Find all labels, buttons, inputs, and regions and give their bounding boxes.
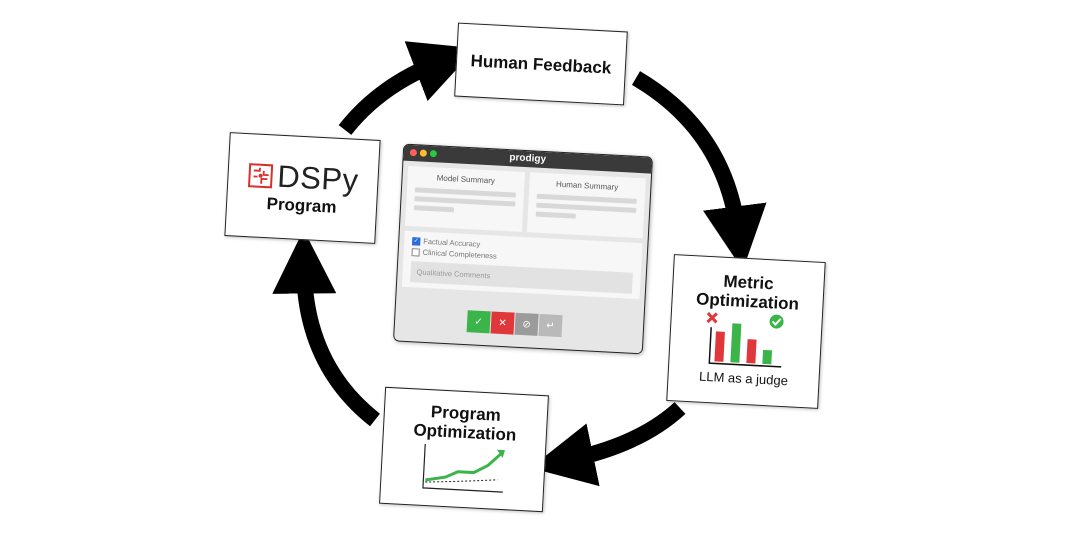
dspy-logo-text: DSPy [276, 158, 360, 198]
bar-2 [730, 323, 742, 363]
undo-button[interactable]: ↵ [538, 313, 563, 338]
text-placeholder [535, 202, 637, 213]
action-buttons: ✓ ✕ ⊘ ↵ [466, 310, 563, 338]
human-summary-title: Human Summary [555, 179, 619, 192]
metric-optimization-card: Metric Optimization LLM as a judge [666, 254, 826, 409]
accept-button[interactable]: ✓ [466, 310, 491, 334]
prodigy-window: prodigy Model Summary Human Summary ✓ Fa… [392, 143, 654, 355]
human-feedback-title: Human Feedback [470, 50, 612, 78]
bar-3 [746, 339, 757, 364]
checkbox-unchecked-icon[interactable] [411, 247, 420, 257]
dspy-program-title: Program [266, 193, 338, 217]
red-x-icon [706, 311, 718, 324]
human-summary-panel: Human Summary [526, 172, 646, 239]
annotation-form: ✓ Factual Accuracy Clinical Completeness… [401, 230, 643, 300]
rising-line-chart-icon [422, 443, 506, 493]
model-summary-panel: Model Summary [405, 165, 525, 232]
text-placeholder [414, 196, 515, 207]
human-feedback-card: Human Feedback [454, 22, 628, 106]
metric-title-line1: Metric [723, 271, 775, 294]
arrow-feedback-to-metric [631, 71, 767, 271]
text-placeholder [535, 211, 576, 219]
text-placeholder [414, 187, 516, 198]
bar-1 [714, 331, 725, 362]
dspy-logo-icon [247, 162, 274, 188]
text-placeholder [536, 193, 637, 204]
bar-chart-icon [706, 311, 784, 368]
checkbox-label: Clinical Completeness [422, 247, 498, 261]
arrow-progopt-to-program [272, 229, 380, 427]
model-summary-title: Model Summary [436, 173, 496, 186]
ignore-button[interactable]: ⊘ [514, 312, 539, 336]
text-placeholder [413, 205, 455, 213]
checkbox-checked-icon[interactable]: ✓ [412, 236, 421, 246]
metric-caption: LLM as a judge [698, 368, 789, 389]
dspy-program-card: DSPy Program [224, 132, 381, 244]
checkbox-label: Factual Accuracy [423, 236, 481, 249]
bar-4 [762, 349, 773, 365]
green-check-icon [769, 314, 784, 329]
program-optimization-card: Program Optimization [379, 386, 549, 513]
arrow-program-to-feedback [338, 41, 476, 135]
arrow-metric-to-progopt [530, 402, 686, 487]
reject-button[interactable]: ✕ [490, 311, 515, 335]
